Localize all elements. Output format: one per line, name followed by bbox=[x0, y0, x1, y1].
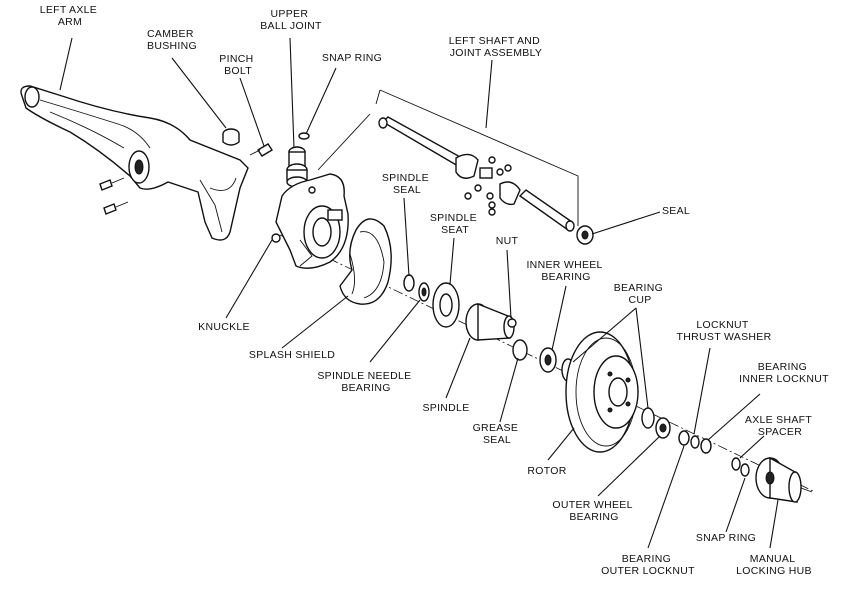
label-snap-ring-top: SNAP RING bbox=[322, 52, 382, 64]
label-left-shaft-joint: LEFT SHAFT AND JOINT ASSEMBLY bbox=[449, 35, 544, 59]
splash-shield-part bbox=[339, 218, 392, 305]
leader-inner-wheel-bearing bbox=[551, 285, 567, 351]
leader-spindle bbox=[445, 337, 471, 399]
snap-ring-bottom-part bbox=[740, 463, 750, 477]
label-splash-shield: SPLASH SHIELD bbox=[249, 349, 335, 361]
grease-seal-part bbox=[512, 339, 528, 361]
label-left-axle-arm: LEFT AXLE ARM bbox=[40, 4, 101, 28]
bearing-cup-outer-part bbox=[641, 407, 655, 429]
leader-locknut-thrust-washer bbox=[693, 347, 711, 435]
leader-knuckle bbox=[225, 239, 273, 319]
leader-upper-ball-joint bbox=[289, 37, 295, 149]
label-inner-wheel-bearing: INNER WHEEL BEARING bbox=[526, 259, 605, 283]
label-axle-shaft-spacer: AXLE SHAFT SPACER bbox=[745, 414, 815, 438]
manual-locking-hub-part bbox=[755, 456, 813, 503]
leader-outer-wheel-bearing bbox=[597, 435, 661, 497]
label-spindle: SPINDLE bbox=[422, 402, 469, 414]
label-locknut-thrust-washer: LOCKNUT THRUST WASHER bbox=[677, 319, 772, 343]
leader-grease-seal bbox=[499, 357, 519, 423]
spindle-seal-part bbox=[403, 274, 415, 292]
leader-rotor bbox=[547, 427, 575, 461]
leader-seal bbox=[591, 211, 661, 235]
label-bearing-outer-locknut: BEARING OUTER LOCKNUT bbox=[601, 553, 695, 577]
leader-snap-ring-top bbox=[305, 67, 337, 135]
bearing-inner-locknut-part bbox=[678, 430, 690, 446]
label-camber-bushing: CAMBER BUSHING bbox=[147, 28, 197, 52]
left-axle-arm-part bbox=[20, 85, 249, 241]
leader-manual-locking-hub bbox=[769, 499, 779, 549]
leader-bearing-cup-b bbox=[635, 307, 649, 409]
inner-wheel-bearing-part bbox=[539, 347, 557, 373]
leader-lines bbox=[59, 37, 779, 549]
left-shaft-part bbox=[378, 116, 575, 232]
spindle-needle-bearing-part bbox=[418, 282, 430, 302]
spindle-part bbox=[465, 302, 515, 341]
spindle-seat-part bbox=[432, 282, 460, 328]
leader-snap-ring-bottom bbox=[725, 477, 746, 533]
knuckle-part bbox=[271, 173, 349, 269]
bearing-outer-locknut-part bbox=[700, 438, 712, 454]
label-spindle-needle-bearing: SPINDLE NEEDLE BEARING bbox=[317, 370, 414, 394]
label-seal: SEAL bbox=[662, 205, 690, 217]
leader-camber-bushing bbox=[171, 57, 227, 129]
leader-axle-shaft-spacer bbox=[739, 435, 765, 459]
leader-bearing-inner-locknut bbox=[707, 393, 761, 441]
label-pinch-bolt: PINCH BOLT bbox=[219, 53, 256, 77]
leader-bearing-cup-a bbox=[572, 307, 637, 363]
label-rotor: ROTOR bbox=[527, 465, 566, 477]
snap-ring-top-part bbox=[298, 132, 310, 140]
rotor-part bbox=[565, 331, 639, 453]
leader-bearing-outer-locknut bbox=[647, 445, 685, 549]
leader-spindle-seal bbox=[403, 197, 410, 277]
label-spindle-seal: SPINDLE SEAL bbox=[382, 172, 432, 196]
leader-left-shaft bbox=[485, 59, 493, 129]
label-upper-ball-joint: UPPER BALL JOINT bbox=[260, 8, 322, 32]
leader-spindle-needle-bearing bbox=[369, 299, 421, 363]
label-outer-wheel-bearing: OUTER WHEEL BEARING bbox=[552, 499, 635, 523]
shaft-assembly-bracket bbox=[317, 89, 579, 226]
label-manual-locking-hub: MANUAL LOCKING HUB bbox=[736, 553, 812, 577]
label-bearing-cup: BEARING CUP bbox=[614, 282, 667, 306]
leader-nut bbox=[506, 249, 512, 319]
nut-part bbox=[507, 318, 517, 328]
outer-wheel-bearing-part bbox=[655, 417, 671, 439]
label-bearing-inner-locknut: BEARING INNER LOCKNUT bbox=[739, 361, 829, 385]
leader-pinch-bolt bbox=[239, 77, 265, 147]
upper-ball-joint-part bbox=[286, 146, 308, 188]
leader-left-axle-arm bbox=[59, 37, 73, 91]
pinch-bolt-part bbox=[249, 143, 273, 157]
locknut-thrust-washer-part bbox=[690, 435, 700, 449]
label-knuckle: KNUCKLE bbox=[198, 321, 250, 333]
label-snap-ring-bottom: SNAP RING bbox=[696, 532, 756, 544]
part-labels: LEFT AXLE ARM CAMBER BUSHING PINCH BOLT … bbox=[40, 4, 829, 577]
camber-bushing-part bbox=[222, 128, 240, 146]
label-nut: NUT bbox=[496, 235, 519, 247]
leader-splash-shield bbox=[281, 295, 349, 349]
shaft-seal-part bbox=[576, 225, 594, 245]
label-spindle-seat: SPINDLE SEAT bbox=[430, 212, 480, 236]
axle-shaft-spacer-part bbox=[731, 457, 741, 471]
leader-spindle-seat bbox=[449, 237, 455, 285]
label-grease-seal: GREASE SEAL bbox=[473, 422, 522, 446]
